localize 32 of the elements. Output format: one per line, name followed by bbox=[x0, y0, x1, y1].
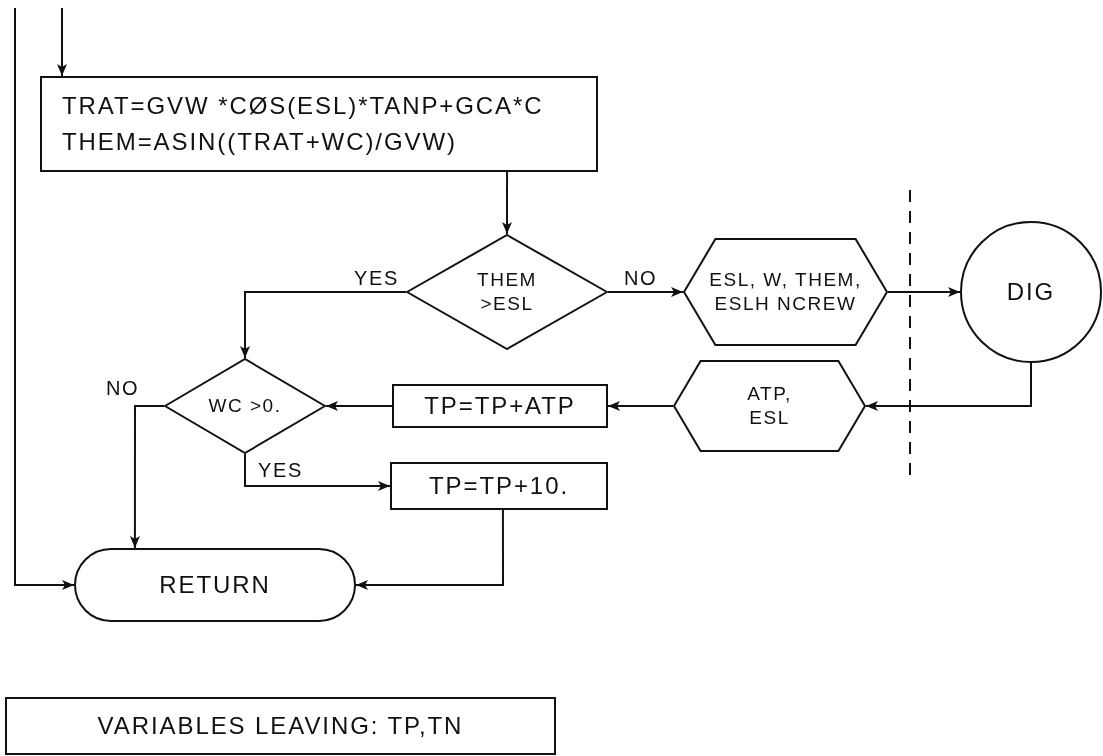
node-text: TP=TP+ATP bbox=[424, 391, 576, 421]
io-hexagon bbox=[683, 238, 888, 346]
process-box bbox=[392, 384, 608, 428]
node-text: VARIABLES LEAVING: TP,TN bbox=[97, 711, 464, 741]
arrow bbox=[240, 291, 407, 359]
arrow bbox=[607, 287, 684, 297]
node-text: THEM >ESL bbox=[476, 268, 538, 316]
arrow bbox=[355, 509, 504, 590]
decision-diamond bbox=[406, 234, 608, 350]
arrow bbox=[244, 453, 391, 491]
process-box bbox=[390, 462, 608, 510]
node-text: DIG bbox=[1006, 277, 1056, 307]
node-text: THEM=ASIN((TRAT+WC)/GVW) bbox=[62, 127, 457, 157]
arrow bbox=[607, 401, 674, 411]
note-box bbox=[5, 697, 556, 755]
arrow bbox=[887, 287, 961, 297]
node-text: WC >0. bbox=[208, 394, 282, 418]
arrow bbox=[325, 401, 393, 411]
node-text: TRAT=GVW *CØS(ESL)*TANP+GCA*C bbox=[62, 91, 544, 121]
arrow bbox=[865, 362, 1032, 411]
arrow bbox=[57, 7, 67, 77]
arrow bbox=[14, 7, 75, 590]
node-text: ATP, ESL bbox=[746, 382, 793, 430]
arrow bbox=[129, 405, 165, 549]
subroutine-circle bbox=[960, 221, 1102, 363]
node-text: ESL, W, THEM, ESLH NCREW bbox=[708, 268, 863, 316]
io-hexagon bbox=[673, 360, 866, 452]
arrow bbox=[502, 171, 512, 235]
node-text: RETURN bbox=[159, 570, 271, 600]
decision-diamond bbox=[164, 358, 326, 454]
process-box bbox=[40, 76, 598, 172]
node-text: TP=TP+10. bbox=[429, 471, 569, 501]
